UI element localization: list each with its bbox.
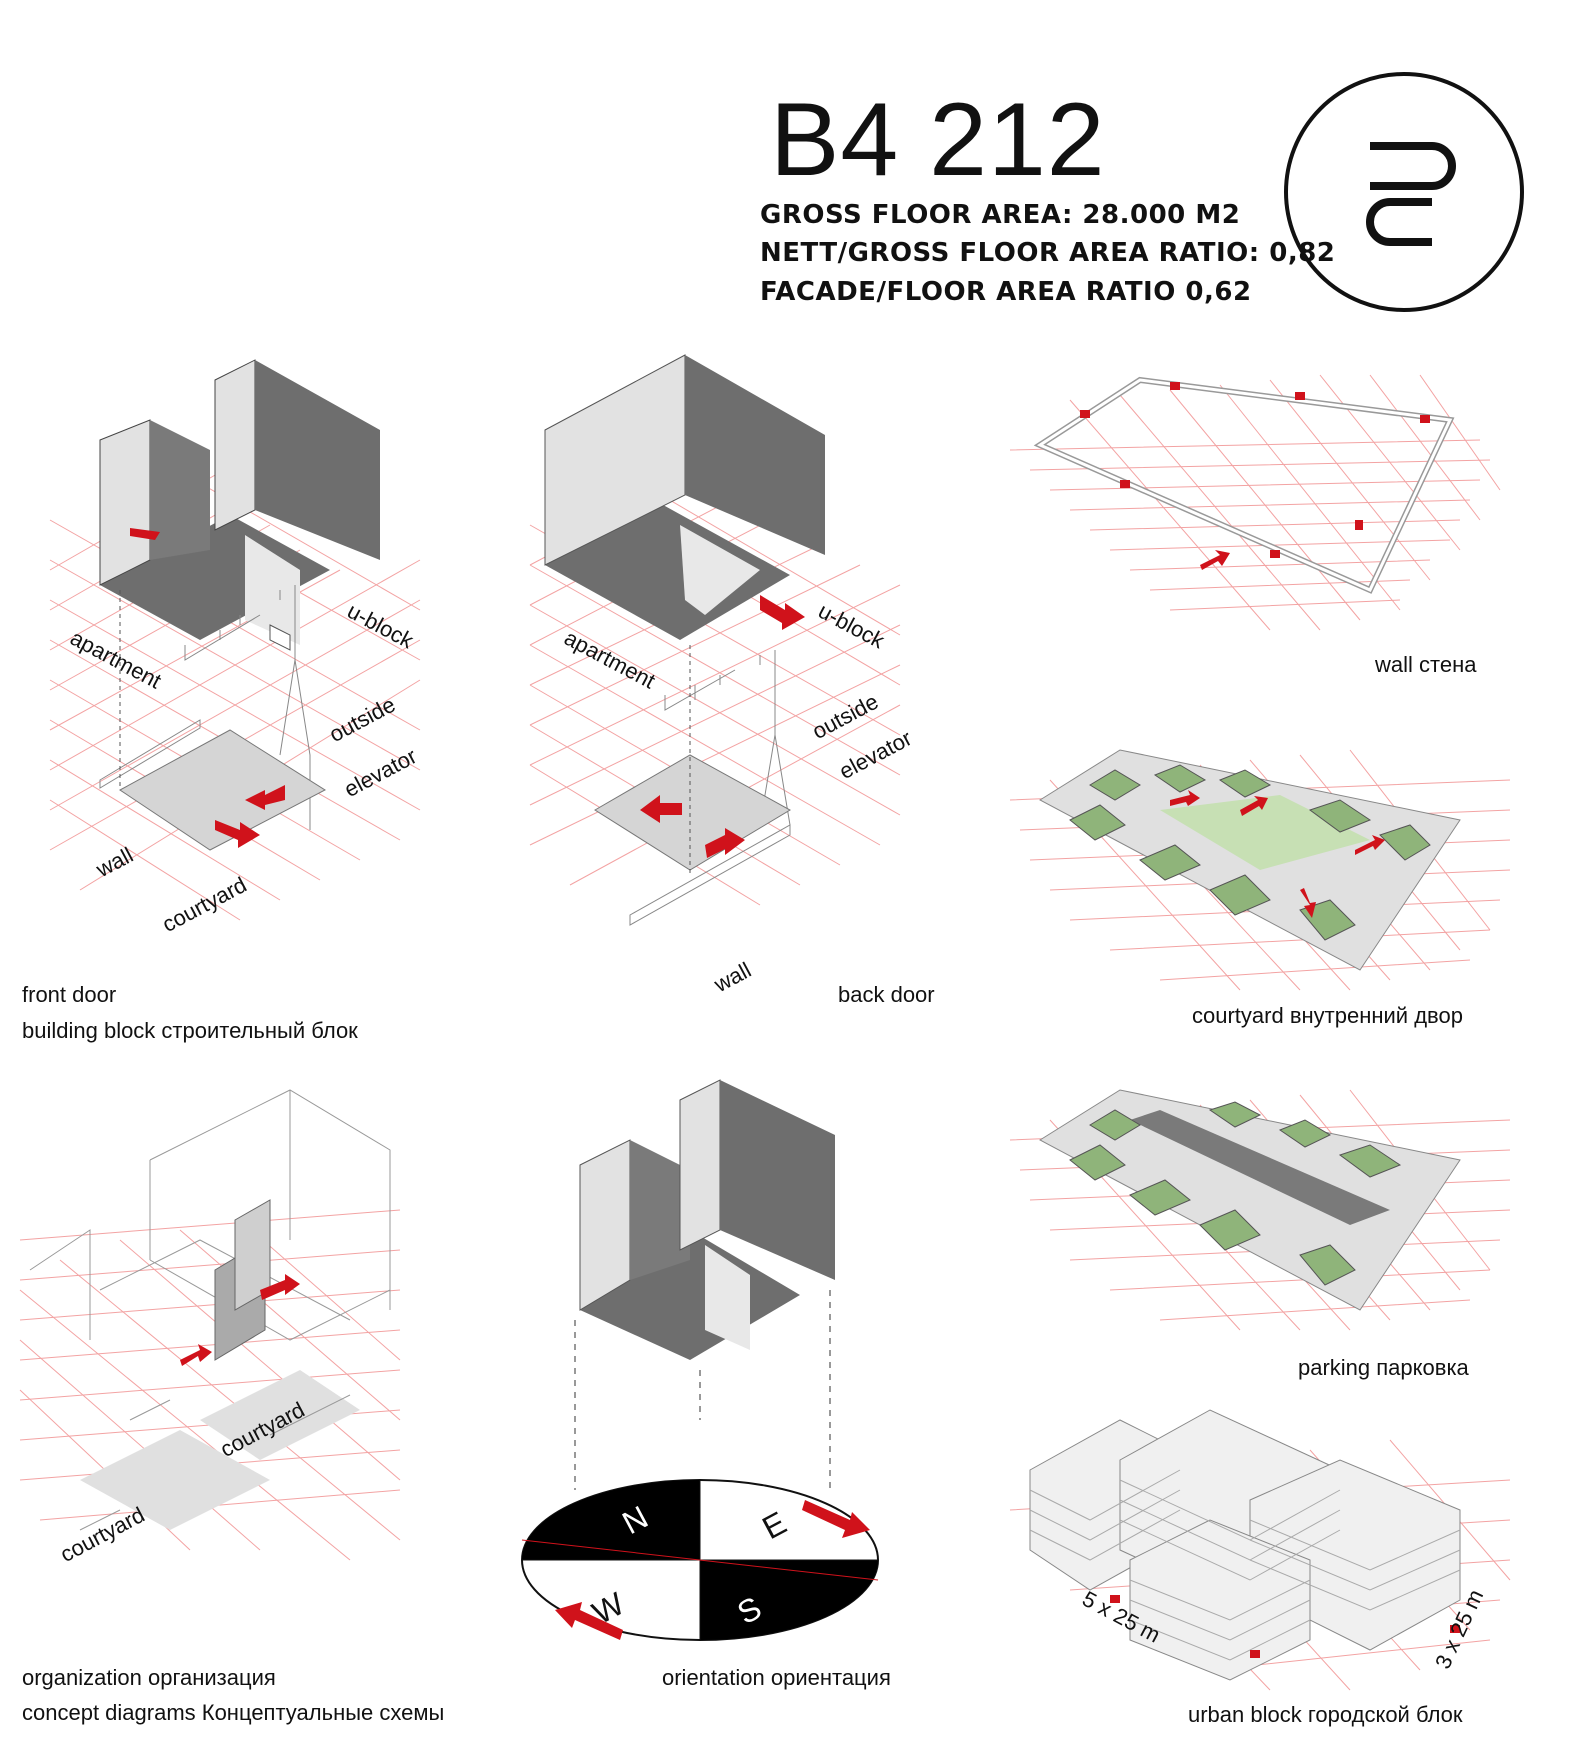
u-block-right-face <box>720 1080 835 1280</box>
wall-opening <box>1120 480 1130 488</box>
grid <box>1009 374 1501 631</box>
parking-diagram <box>1009 1089 1511 1331</box>
left-wall-side <box>99 419 151 586</box>
caption-concept-diagrams: concept diagrams Концептуальные схемы <box>22 1700 445 1725</box>
red-arrow <box>760 595 805 630</box>
building-block <box>1129 1519 1311 1681</box>
entry-marker <box>1250 1650 1260 1658</box>
courtyard-void <box>705 1245 750 1350</box>
courtyard-green <box>1278 1119 1332 1148</box>
entry-marker <box>1110 1595 1120 1603</box>
red-arrow-west <box>555 1602 623 1640</box>
logo-circle <box>1284 72 1524 312</box>
building-outline <box>29 1089 391 1340</box>
caption-front-door: front door <box>22 982 117 1007</box>
courtyard-green <box>1069 804 1126 841</box>
compass-quadrant-south <box>700 1560 878 1640</box>
courtyard-green <box>1209 874 1271 916</box>
red-arrow-left <box>640 795 682 823</box>
right-wall-face <box>255 360 380 560</box>
courtyard-plane <box>119 729 327 851</box>
caption-courtyard: courtyard внутренний двор <box>1192 1003 1463 1028</box>
wall-opening <box>1080 410 1090 418</box>
courtyard-green <box>1218 769 1272 798</box>
courtyard-plane <box>80 1430 270 1530</box>
u-block-left-face <box>630 1140 690 1280</box>
caption-urban-block: urban block городской блок <box>1188 1702 1463 1727</box>
u-block-left-side <box>579 1139 631 1311</box>
courtyard-green <box>1139 844 1201 881</box>
page-title: B4 212 <box>770 82 1106 198</box>
logo-u-mark <box>1370 142 1456 190</box>
caption-orientation: orientation ориентация <box>662 1665 891 1690</box>
red-arrow-right <box>705 828 745 858</box>
compass-quadrant-north <box>522 1480 700 1560</box>
wall-element <box>629 824 791 926</box>
caption-back-door: back door <box>838 982 935 1007</box>
wall-diagram <box>1009 374 1501 631</box>
red-arrow <box>1355 835 1385 855</box>
caption-building-block: building block строительный блок <box>22 1018 358 1043</box>
wall-opening <box>1355 520 1363 530</box>
orientation-diagram: N E W S <box>521 1079 879 1641</box>
back-door-diagram <box>529 354 901 926</box>
left-wall-face <box>150 420 210 560</box>
entry-marker <box>1450 1625 1460 1633</box>
courtyard-plane <box>200 1370 360 1460</box>
spec-nett-gross-ratio: NETT/GROSS FLOOR AREA RATIO: 0,82 <box>760 238 1336 268</box>
right-block-face <box>685 355 825 555</box>
courtyard-green <box>1379 824 1431 861</box>
right-wall-side <box>214 359 256 531</box>
courtyard-void <box>245 535 300 645</box>
courtyard-green <box>1129 1179 1191 1216</box>
red-arrow-down <box>215 820 260 848</box>
courtyard-green <box>1308 799 1372 833</box>
wall-opening <box>1295 392 1305 400</box>
spec-facade-floor-ratio: FACADE/FLOOR AREA RATIO 0,62 <box>760 277 1252 307</box>
spec-gross-floor-area: GROSS FLOOR AREA: 28.000 M2 <box>760 200 1241 230</box>
courtyard-green <box>1199 1209 1261 1251</box>
elevator-frame <box>664 650 791 826</box>
organization-diagram <box>19 1089 401 1561</box>
red-arrow-east <box>802 1500 870 1538</box>
courtyard-green <box>1089 769 1141 801</box>
caption-organization: organization организация <box>22 1665 276 1690</box>
courtyard-green <box>1208 1101 1262 1128</box>
red-arrow <box>1240 796 1268 816</box>
block-base <box>1039 1089 1461 1311</box>
u-block-right-side <box>679 1079 721 1251</box>
courtyard-green <box>1069 1144 1126 1181</box>
courtyard-green <box>1089 1109 1141 1141</box>
elevator-frame <box>184 585 311 830</box>
courtyard-diagram <box>1009 749 1511 991</box>
wall-element <box>99 719 201 789</box>
courtyard-void <box>680 525 760 615</box>
wall-opening <box>1170 382 1180 390</box>
wall-opening <box>1270 550 1280 558</box>
red-arrow <box>130 528 160 540</box>
wall-opening <box>1420 415 1430 423</box>
red-arrow <box>1170 790 1200 806</box>
red-arrow <box>1200 550 1230 570</box>
red-arrow <box>260 1274 300 1300</box>
logo <box>1284 72 1524 312</box>
courtyard-green <box>1338 1144 1402 1178</box>
caption-parking: parking парковка <box>1298 1355 1469 1380</box>
courtyard-green <box>1153 764 1207 793</box>
doorway-notch <box>269 624 291 651</box>
red-arrow <box>180 1344 212 1366</box>
red-arrow-up <box>245 785 285 810</box>
caption-wall: wall стена <box>1375 652 1477 677</box>
courtyard-green <box>1299 1244 1356 1286</box>
red-arrow <box>1300 888 1316 918</box>
logo-s-mark <box>1366 198 1432 246</box>
floor-outline <box>99 1239 391 1341</box>
courtyard-plane <box>594 754 792 871</box>
parking-structure <box>1130 1110 1390 1225</box>
front-door-diagram <box>49 359 421 921</box>
urban-block-diagram <box>1009 1409 1511 1691</box>
apartment-floor-slab <box>100 515 330 640</box>
